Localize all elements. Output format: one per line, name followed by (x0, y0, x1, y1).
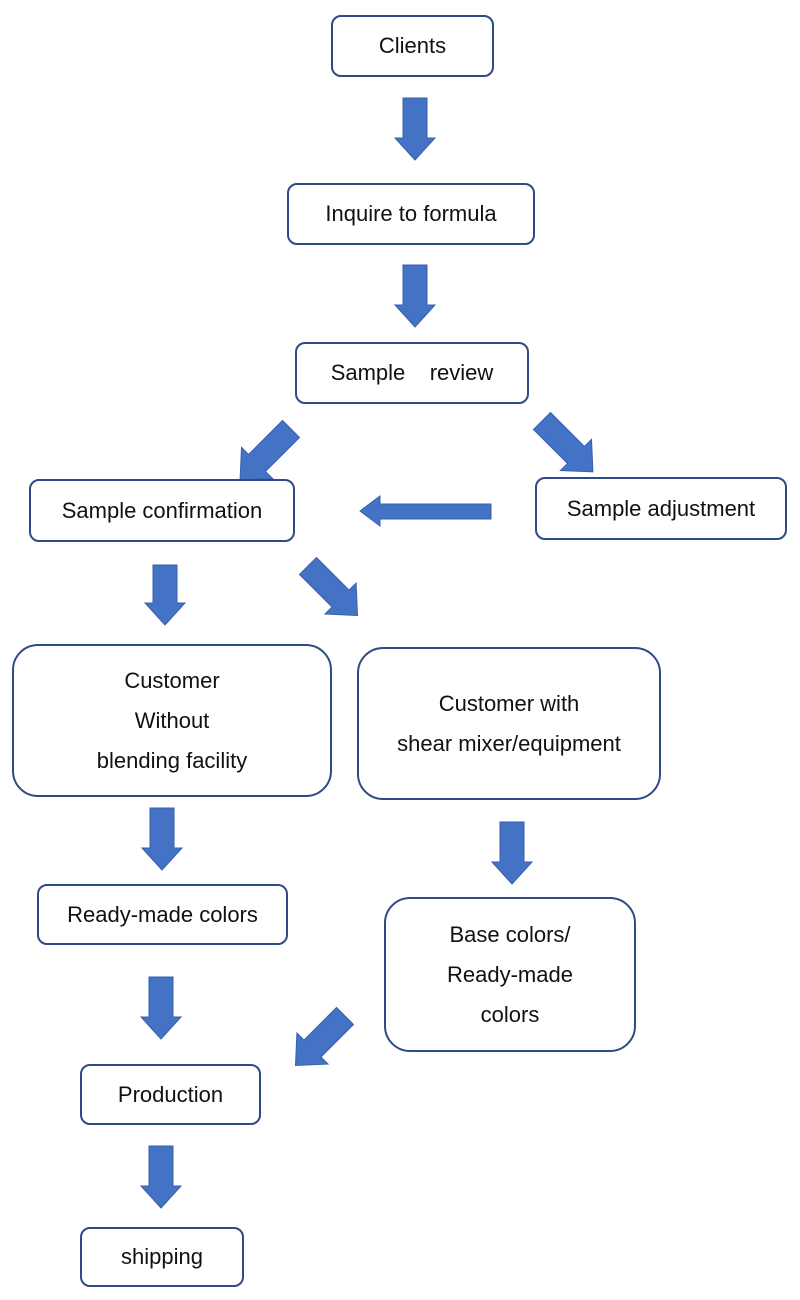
arrow-production-to-shipping (139, 1145, 183, 1209)
node-sample-adjustment: Sample adjustment (535, 477, 787, 540)
node-shipping-label: shipping (121, 1244, 203, 1269)
node-ready-made-label: Ready-made colors (67, 901, 258, 927)
node-shipping: shipping (80, 1227, 244, 1287)
node-base-colors-label: Base colors/ Ready-made colors (447, 921, 573, 1027)
node-base-colors: Base colors/ Ready-made colors (384, 897, 636, 1052)
node-production: Production (80, 1064, 261, 1125)
arrow-readymade-to-production (139, 976, 183, 1040)
arrow-confirmation-to-customer-without (143, 564, 187, 626)
node-sample-confirmation: Sample confirmation (29, 479, 295, 542)
arrow-confirmation-to-customer-with (298, 556, 359, 617)
arrow-adjustment-to-confirmation (359, 495, 492, 527)
node-inquire-label: Inquire to formula (325, 201, 497, 226)
node-inquire-to-formula: Inquire to formula (287, 183, 535, 245)
arrow-review-to-adjustment (532, 411, 594, 473)
node-production-label: Production (117, 1081, 224, 1107)
arrow-base-to-production (294, 1006, 355, 1067)
node-clients-label: Clients (378, 33, 447, 58)
arrow-customer-without-to-readymade (140, 807, 184, 871)
node-clients: Clients (331, 15, 494, 77)
node-sample-review-label: Sample review (330, 360, 494, 385)
arrow-customer-with-to-base (490, 821, 534, 885)
node-customer-without-blending: Customer Without blending facility (12, 644, 332, 797)
arrow-inquire-to-review (393, 264, 437, 328)
node-customer-without-label: Customer Without blending facility (96, 667, 248, 773)
arrow-review-to-confirmation (239, 419, 301, 481)
arrow-clients-to-inquire (393, 97, 437, 161)
node-sample-adjustment-label: Sample adjustment (566, 495, 756, 521)
node-sample-confirmation-label: Sample confirmation (61, 497, 263, 523)
node-ready-made-colors: Ready-made colors (37, 884, 288, 945)
node-customer-with-mixer: Customer with shear mixer/equipment (357, 647, 661, 800)
node-sample-review: Sample review (295, 342, 529, 404)
node-customer-with-label: Customer with shear mixer/equipment (397, 690, 621, 756)
